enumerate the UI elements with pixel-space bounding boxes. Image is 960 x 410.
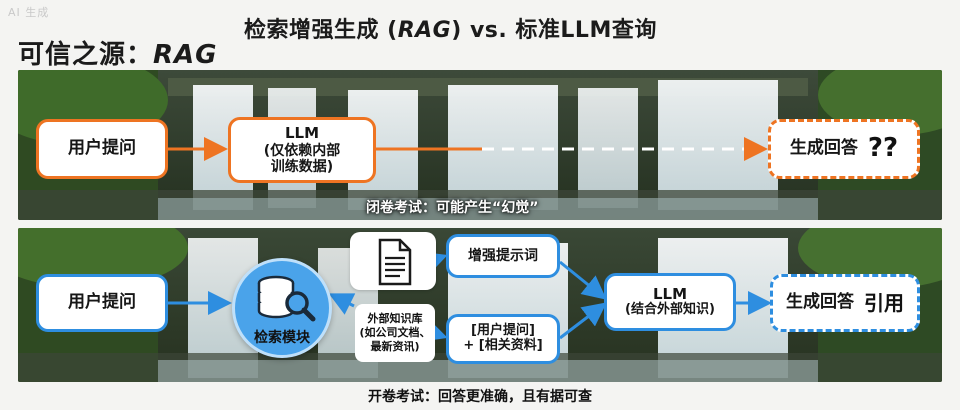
top-user-question-label: 用户提问 [68, 138, 136, 159]
top-llm-box: LLM (仅依赖内部 训练数据) [228, 117, 376, 183]
waterfall-background [18, 70, 942, 220]
document-icon [378, 238, 412, 286]
bottom-user-question-box: 用户提问 [36, 274, 168, 332]
arrow-prompt-to-llm [559, 260, 607, 300]
database-search-icon [257, 275, 316, 322]
enhanced-prompt-label: 增强提示词 [468, 247, 538, 264]
top-llm-note-2: 训练数据) [270, 158, 334, 175]
open-book-caption: 开卷考试：回答更准确，且有据可查 [368, 389, 592, 405]
combined-line-1: [用户提问] [471, 323, 535, 339]
watermark: AI 生成 [8, 6, 50, 19]
bottom-llm-box: LLM (结合外部知识) [604, 273, 736, 331]
arrow-combined-to-llm [559, 302, 607, 340]
sub-title-suffix: ) vs. 标准LLM查询 [451, 18, 657, 43]
question-marks: ?? [867, 133, 899, 164]
bottom-answer-box: 生成回答 引用 [770, 274, 920, 332]
combined-input-box: [用户提问] + [相关资料] [446, 314, 560, 364]
combined-line-2: + [相关资料] [463, 338, 543, 353]
top-answer-box: 生成回答 ?? [768, 119, 920, 179]
knowledge-base-card: 外部知识库 (如公司文档、 最新资讯) [355, 304, 435, 362]
closed-book-panel [18, 70, 942, 220]
main-title-text: 可信之源： [18, 40, 154, 70]
top-llm-note-1: (仅依赖内部 [263, 142, 341, 159]
closed-book-caption: 闭卷考试：可能产生“幻觉” [366, 200, 539, 216]
retrieval-module: 检索模块 [232, 258, 332, 358]
bottom-llm-note: (结合外部知识) [625, 302, 715, 318]
bottom-llm-title: LLM [652, 284, 688, 303]
sub-title: 检索增强生成 (RAG) vs. 标准LLM查询 [244, 12, 657, 44]
enhanced-prompt-box: 增强提示词 [446, 234, 560, 278]
citation-label: 引用 [864, 290, 904, 315]
arrow-kb-to-retrieval [328, 293, 356, 315]
knowledge-base-line-3: 最新资讯) [370, 340, 420, 354]
arrow-kb-to-combined [421, 318, 448, 342]
retrieval-label: 检索模块 [254, 330, 310, 346]
top-answer-label: 生成回答 [789, 138, 858, 159]
knowledge-base-line-1: 外部知识库 [367, 311, 423, 325]
knowledge-base-text: 外部知识库 (如公司文档、 最新资讯) [359, 312, 430, 355]
sub-title-rag: RAG [397, 18, 452, 43]
bottom-user-question-label: 用户提问 [68, 292, 136, 313]
knowledge-base-line-2: (如公司文档、 [359, 325, 431, 339]
sub-title-prefix: 检索增强生成 ( [244, 18, 398, 43]
top-user-question-box: 用户提问 [36, 119, 168, 179]
document-card [350, 232, 436, 290]
bottom-answer-label: 生成回答 [786, 292, 854, 313]
top-llm-title: LLM [284, 124, 320, 143]
main-title-rag: RAG [153, 40, 218, 70]
main-title: 可信之源：RAG [18, 34, 218, 71]
